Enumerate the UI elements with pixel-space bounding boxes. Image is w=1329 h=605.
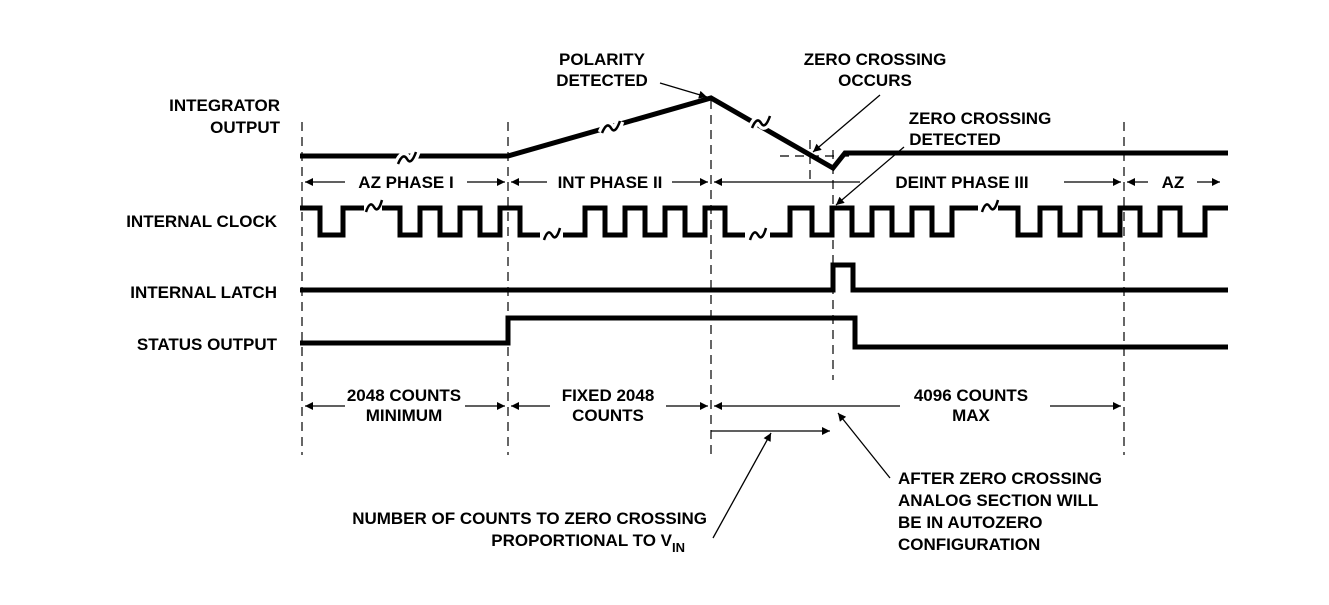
after-zc-label-4: CONFIGURATION [898, 535, 1040, 554]
internal-clock-waveform [300, 199, 1228, 241]
counts-to-zc-arrow [712, 432, 772, 539]
clock-break-4 [980, 199, 1000, 213]
integrator-break-az [396, 151, 418, 165]
zero-crossing-occurs-label-2: OCCURS [838, 71, 912, 90]
counts-max-label-1: 4096 COUNTS [914, 386, 1028, 405]
counts-fixed-label-2: COUNTS [572, 406, 644, 425]
clock-break-3 [748, 227, 768, 241]
internal-latch-label: INTERNAL LATCH [130, 283, 277, 302]
integrator-trace [300, 95, 1228, 172]
after-zc-label-1: AFTER ZERO CROSSING [898, 469, 1102, 488]
polarity-detected-label-2: DETECTED [556, 71, 648, 90]
after-zc-label-3: BE IN AUTOZERO [898, 513, 1043, 532]
zero-crossing-occurs-label-1: ZERO CROSSING [804, 50, 947, 69]
callouts: POLARITY DETECTED ZERO CROSSING OCCURS Z… [352, 50, 1102, 555]
internal-clock-label: INTERNAL CLOCK [126, 212, 278, 231]
internal-latch-waveform [300, 262, 1228, 293]
polarity-arrow [659, 82, 708, 99]
integrator-output-label-1: INTEGRATOR [169, 96, 280, 115]
counts-fixed-label-1: FIXED 2048 [562, 386, 655, 405]
zero-crossing-detected-label-1: ZERO CROSSING [909, 109, 1052, 128]
polarity-detected-label-1: POLARITY [559, 50, 646, 69]
signal-labels: INTEGRATOR OUTPUT INTERNAL CLOCK INTERNA… [126, 96, 280, 354]
clock-break-2 [542, 227, 562, 241]
after-zc-label-2: ANALOG SECTION WILL [898, 491, 1098, 510]
integrator-break-deint [750, 115, 772, 129]
phase-row: AZ PHASE I INT PHASE II DEINT PHASE III … [305, 173, 1220, 192]
clock-break-1 [364, 199, 384, 213]
status-output-label: STATUS OUTPUT [137, 335, 278, 354]
phase-az1-label: AZ PHASE I [358, 173, 453, 192]
integrator-output-waveform [300, 95, 1228, 172]
counts-to-zc-label-2: PROPORTIONAL TO VIN [491, 531, 685, 555]
integrator-output-label-2: OUTPUT [210, 118, 281, 137]
counts-min-label-1: 2048 COUNTS [347, 386, 461, 405]
counts-to-zc-label-1: NUMBER OF COUNTS TO ZERO CROSSING [352, 509, 707, 528]
phase-az-label: AZ [1162, 173, 1185, 192]
status-output-waveform [300, 315, 1228, 350]
after-zc-arrow [837, 412, 891, 479]
zero-crossing-detected-label-2: DETECTED [909, 130, 1001, 149]
integrator-break-int [600, 120, 622, 134]
zero-crossing-detected-arrow [835, 146, 905, 206]
phase-deint3-label: DEINT PHASE III [895, 173, 1028, 192]
phase-int2-label: INT PHASE II [558, 173, 663, 192]
counts-row: 2048 COUNTS MINIMUM FIXED 2048 COUNTS 40… [305, 386, 1121, 435]
counts-min-label-2: MINIMUM [366, 406, 442, 425]
counts-max-label-2: MAX [952, 406, 990, 425]
clock-trace [300, 205, 1228, 238]
zero-crossing-occurs-arrow [812, 94, 881, 153]
